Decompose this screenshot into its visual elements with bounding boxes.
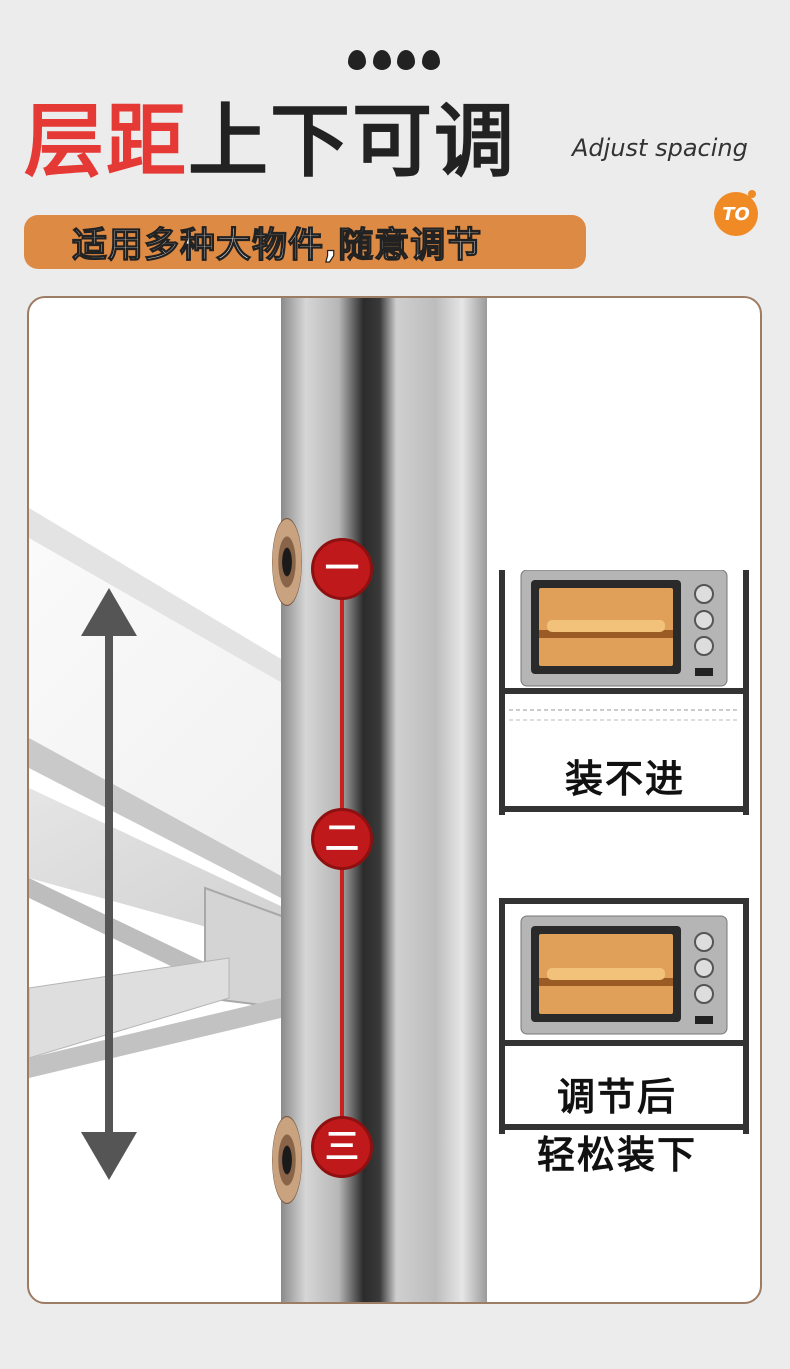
dot <box>397 50 416 70</box>
level-badge-3: 三 <box>311 1116 373 1178</box>
banner-text: 适用多种大物件,随意调节 <box>71 225 483 266</box>
level-badge-label: 三 <box>325 1127 359 1167</box>
title-red-part: 层距 <box>24 95 188 188</box>
brand-logo-text: TO <box>722 203 750 225</box>
level-badge-label: 二 <box>325 819 359 859</box>
after-label-line2: 轻松装下 <box>536 1133 697 1177</box>
oven-rack-before <box>499 570 749 815</box>
page-subtitle: Adjust spacing <box>572 134 748 162</box>
dot <box>348 50 366 70</box>
pole-hole <box>272 1116 302 1204</box>
dot <box>421 50 440 70</box>
level-badge-1: 一 <box>311 538 373 600</box>
level-badge-label: 一 <box>325 549 359 589</box>
brand-logo-icon: TO <box>714 190 758 236</box>
feature-banner: 适用多种大物件,随意调节 <box>24 215 586 269</box>
decorative-dots <box>348 50 440 72</box>
page-title: 层距 上下可调 <box>24 92 516 192</box>
pole-hole <box>272 518 302 606</box>
title-dark-part: 上下可调 <box>188 95 516 188</box>
dot <box>372 50 391 70</box>
double-arrow-icon <box>81 588 137 1180</box>
product-illustration-card: 一 二 三 装不进 <box>27 296 762 1304</box>
oven-rack-after <box>499 898 749 1134</box>
before-label: 装不进 <box>564 757 685 801</box>
after-label-line1: 调节后 <box>556 1075 677 1119</box>
level-badge-2: 二 <box>311 808 373 870</box>
